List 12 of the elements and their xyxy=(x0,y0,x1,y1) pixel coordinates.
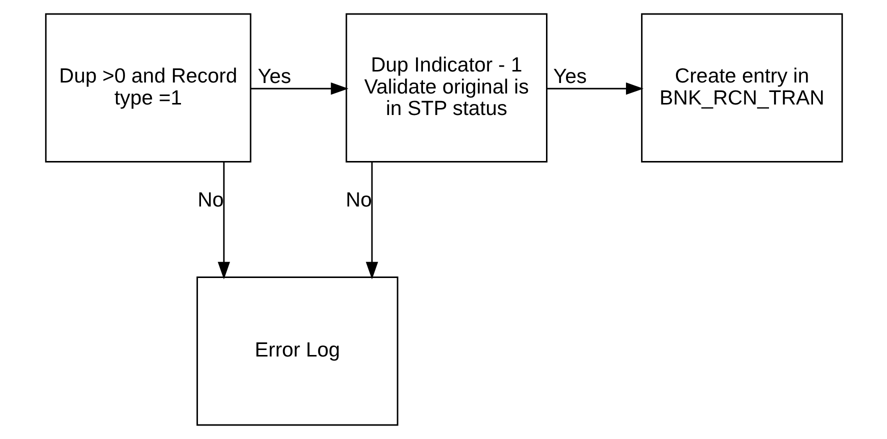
edge-label: No xyxy=(197,188,224,212)
node-box: Create entry in BNK_RCN_TRAN xyxy=(640,13,842,162)
node-box: Error Log xyxy=(196,276,398,426)
arrow xyxy=(217,162,230,280)
arrow xyxy=(546,82,644,95)
node-box: Dup Indicator - 1 Validate original is in STP status xyxy=(345,13,547,162)
edge-label: Yes xyxy=(257,65,291,88)
arrow xyxy=(365,162,378,280)
node-box: Dup >0 and Record type =1 xyxy=(44,13,251,162)
edge-label: No xyxy=(345,188,372,212)
arrow xyxy=(250,82,348,95)
edge-label: Yes xyxy=(552,65,586,88)
